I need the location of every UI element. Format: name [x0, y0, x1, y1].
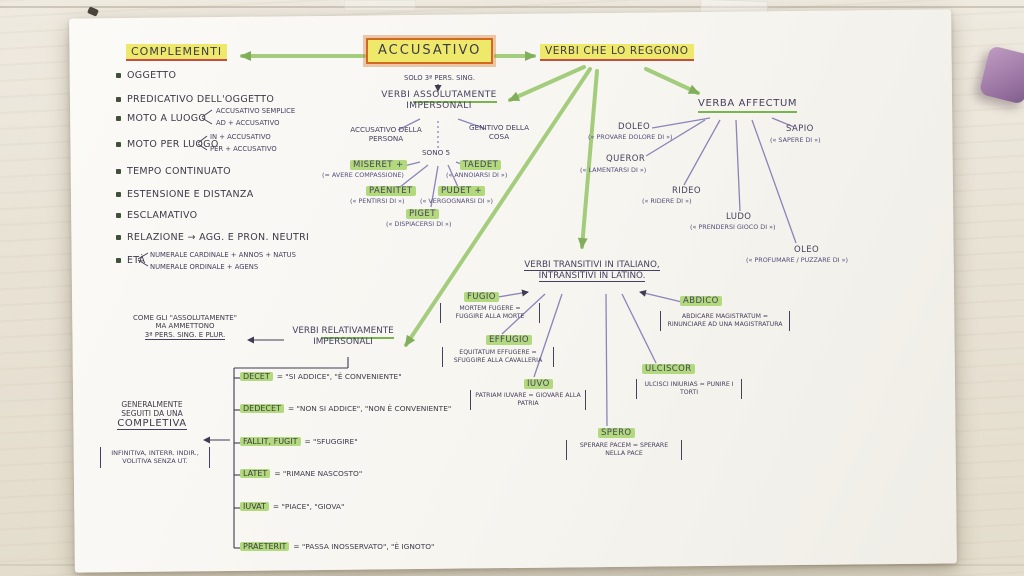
generalmente-note: GENERALMENTE SEGUITI DA UNA COMPLETIVA — [117, 400, 187, 430]
bullet-icon — [116, 142, 121, 148]
verb-paenitet: PAENITET — [366, 186, 416, 197]
verb-taedet: TAEDET — [460, 160, 502, 171]
verb-paenitet-gloss: (« PENTIRSI DI ») — [350, 197, 405, 205]
verb-spero-example: SPERARE PACEM = SPERARE NELLA PACE — [566, 440, 682, 461]
verb-abdico-example: ABDICARE MAGISTRATUM = RINUNCIARE AD UNA… — [660, 311, 790, 332]
complement-subitem: NUMERALE ORDINALE + AGENS — [150, 263, 259, 271]
verb-doleo: DOLEO — [618, 122, 651, 132]
verb-sapio: SAPIO — [786, 124, 814, 134]
complement-item: ESTENSIONE E DISTANZA — [116, 189, 254, 200]
verb-iuvo: IUVO — [524, 379, 553, 390]
rel-verb-decet: DECET= "SI ADDICE", "È CONVENIENTE" — [240, 372, 402, 382]
verb-piget-gloss: (« DISPIACERSI DI ») — [386, 220, 452, 228]
verb-miseret: MISERET + — [350, 160, 407, 171]
verb-oleo-gloss: (« PROFUMARE / PUZZARE DI ») — [746, 256, 848, 264]
rel-verb-latet: LATET= "RIMANE NASCOSTO" — [240, 469, 362, 479]
complementi-header: COMPLEMENTI — [126, 44, 228, 62]
verb-miseret-gloss: (= AVERE COMPASSIONE) — [322, 171, 404, 179]
verb-abdico: ABDICO — [680, 296, 722, 307]
complement-item: RELAZIONE → AGG. E PRON. NEUTRI — [116, 232, 309, 243]
verb-ulciscor-example: ULCISCI INIURIAS = PUNIRE I TORTI — [636, 379, 742, 400]
bullet-icon — [116, 116, 121, 122]
verb-spero: SPERO — [598, 428, 635, 439]
complement-item: TEMPO CONTINUATO — [116, 166, 231, 177]
bullet-icon — [116, 258, 121, 264]
bullet-icon — [116, 73, 121, 79]
verb-pudet-gloss: (« VERGOGNARSI DI ») — [420, 197, 494, 205]
verb-pudet: PUDET + — [438, 186, 486, 197]
complement-subitem: AD + ACCUSATIVO — [216, 119, 280, 127]
verb-queror: QUEROR — [606, 154, 646, 164]
verbi-assolutamente-title: VERBI ASSOLUTAMENTE IMPERSONALI — [381, 90, 497, 111]
verb-queror-gloss: (« LAMENTARSI DI ») — [580, 166, 647, 174]
solo-terza-pers-note: SOLO 3ª PERS. SING. — [404, 74, 475, 82]
verb-effugio-example: EQUITATUM EFFUGERE = SFUGGIRE ALLA CAVAL… — [442, 347, 554, 368]
complement-item: MOTO A LUOGO — [116, 113, 206, 124]
verb-rideo: RIDEO — [672, 186, 702, 196]
verbi-relativamente-title: VERBI RELATIVAMENTE IMPERSONALI — [292, 326, 394, 347]
verb-sapio-gloss: (« SAPERE DI ») — [770, 136, 821, 144]
rel-verb-dedecet: DEDECET= "NON SI ADDICE", "NON È CONVENI… — [240, 404, 451, 414]
come-assolutamente-note: COME GLI "ASSOLUTAMENTE" MA AMMETTONO 3ª… — [133, 314, 237, 340]
complement-item: PREDICATIVO DELL'OGGETTO — [116, 94, 274, 105]
verb-piget: PIGET — [406, 209, 439, 220]
verb-effugio: EFFUGIO — [486, 335, 532, 346]
verbi-transitivi-title: VERBI TRANSITIVI IN ITALIANO, INTRANSITI… — [524, 260, 660, 282]
complement-subitem: PER + ACCUSATIVO — [210, 145, 277, 153]
verb-fugio: FUGIO — [464, 292, 499, 303]
verb-iuvo-example: PATRIAM IUVARE = GIOVARE ALLA PATRIA — [470, 390, 586, 411]
bullet-icon — [116, 235, 121, 241]
verb-ludo-gloss: (« PRENDERSI GIOCO DI ») — [690, 223, 776, 231]
verb-fugio-example: MORTEM FUGERE = FUGGIRE ALLA MORTE — [440, 303, 540, 324]
verb-doleo-gloss: (« PROVARE DOLORE DI ») — [588, 133, 673, 141]
tape-strip — [344, 0, 416, 11]
verb-oleo: OLEO — [794, 245, 820, 255]
bullet-icon — [116, 97, 121, 103]
verb-rideo-gloss: (« RIDERE DI ») — [642, 197, 692, 205]
complement-subitem: NUMERALE CARDINALE + ANNOS + NATUS — [150, 251, 296, 259]
bullet-icon — [116, 213, 121, 219]
accusativo-della-persona: ACCUSATIVO DELLA PERSONA — [350, 125, 422, 143]
verba-affectum-title: VERBA AFFECTUM — [698, 98, 798, 113]
verb-ludo: LUDO — [726, 212, 752, 222]
verbi-che-lo-reggono-header: VERBI CHE LO REGGONO — [540, 44, 694, 61]
verb-taedet-gloss: (« ANNOIARSI DI ») — [446, 171, 508, 179]
complement-item: OGGETTO — [116, 70, 176, 81]
bullet-icon — [116, 192, 121, 198]
verb-ulciscor: ULCISCOR — [642, 364, 695, 375]
desk-plank-seam — [0, 6, 1024, 8]
sono-5-label: SONO 5 — [422, 148, 451, 157]
genitivo-della-cosa: GENITIVO DELLA COSA — [468, 123, 530, 141]
complement-subitem: IN + ACCUSATIVO — [210, 133, 271, 141]
accusativo-title: ACCUSATIVO — [366, 38, 494, 64]
complement-item: ESCLAMATIVO — [116, 210, 197, 221]
complement-item: MOTO PER LUOGO — [116, 139, 219, 150]
rel-verb-fallit-fugit: FALLIT, FUGIT= "SFUGGIRE" — [240, 437, 358, 447]
rel-verb-iuvat: IUVAT= "PIACE", "GIOVA" — [240, 502, 344, 512]
complement-item: ETÀ — [116, 255, 145, 266]
complement-subitem: ACCUSATIVO SEMPLICE — [216, 107, 296, 115]
bullet-icon — [116, 169, 121, 175]
completiva-types-note: INFINITIVA, INTERR. INDIR., VOLITIVA SEN… — [100, 447, 210, 468]
rel-verb-praeterit: PRAETERIT= "PASSA INOSSERVATO", "È IGNOT… — [240, 542, 434, 552]
